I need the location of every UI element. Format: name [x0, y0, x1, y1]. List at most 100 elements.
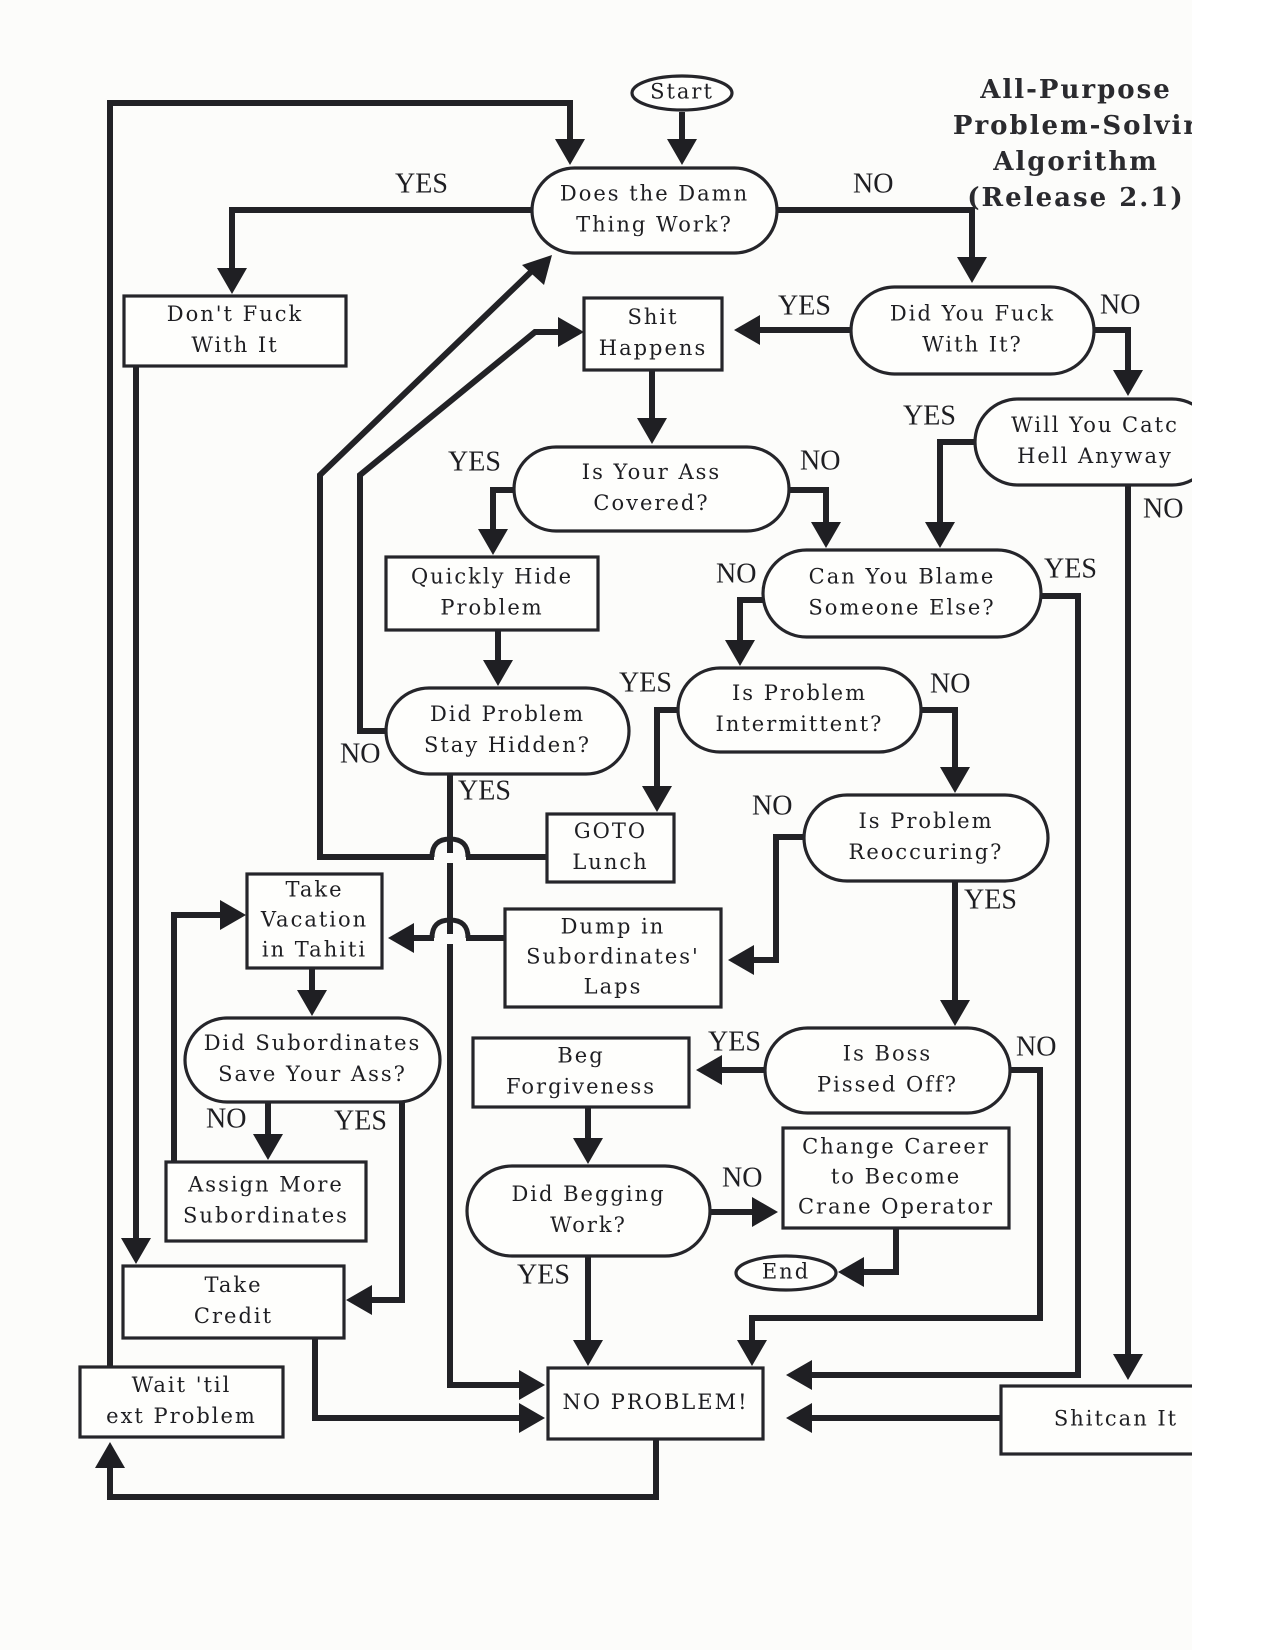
- connector-line: [654, 707, 678, 796]
- arrowhead-icon: [478, 529, 508, 555]
- arrowhead-icon: [925, 522, 955, 548]
- node-label: Vacation: [260, 908, 368, 932]
- arrowhead-icon: [346, 1285, 372, 1315]
- node-label: Credit: [194, 1304, 273, 1328]
- edge-label-blame-no: NO: [716, 558, 756, 589]
- node-label: Did Problem: [430, 702, 585, 726]
- node-label: With It?: [922, 333, 1023, 357]
- edge-label-damn-yes: YES: [395, 168, 448, 199]
- arrowhead-icon: [667, 139, 697, 165]
- node-goto-lunch: GOTO Lunch: [545, 812, 676, 884]
- process-shape: [245, 872, 384, 970]
- arrowhead-icon: [940, 1000, 970, 1026]
- process-shape: [78, 1365, 285, 1439]
- arrowhead-icon: [555, 139, 585, 165]
- decision-shape: [802, 793, 1050, 883]
- node-label: Save Your Ass?: [218, 1062, 407, 1086]
- connector-line: [858, 1228, 899, 1275]
- connector-line: [229, 207, 532, 278]
- arrowhead-icon: [957, 257, 987, 283]
- arrowhead-icon: [95, 1442, 125, 1468]
- node-label: Lunch: [572, 850, 648, 874]
- scan-margin: [1192, 0, 1275, 1650]
- arrowhead-icon: [522, 255, 552, 285]
- node-label: Intermittent?: [716, 712, 884, 736]
- node-label: Problem: [440, 596, 543, 620]
- node-label: Forgiveness: [506, 1075, 656, 1099]
- arrowhead-icon: [558, 317, 584, 347]
- connector-line: [357, 329, 570, 734]
- node-label: GOTO: [574, 819, 647, 843]
- arrowhead-icon: [217, 268, 247, 294]
- connector-line: [800, 593, 1081, 1378]
- arrowhead-icon: [573, 1138, 603, 1164]
- connector-line: [490, 487, 514, 540]
- line-crossing-hop: [429, 836, 471, 858]
- connector-line: [737, 597, 763, 650]
- edge-label-beg-yes: YES: [517, 1259, 570, 1290]
- process-shape: [164, 1160, 368, 1243]
- title-line: Algorithm: [992, 147, 1159, 177]
- node-label: Start: [650, 80, 714, 104]
- decision-shape: [465, 1164, 712, 1258]
- edge-label-inter-no: NO: [930, 668, 970, 699]
- node-label: Someone Else?: [808, 596, 995, 620]
- process-shape: [471, 1036, 691, 1109]
- node-label: Did Begging: [511, 1182, 665, 1206]
- arrowhead-icon: [573, 1340, 603, 1366]
- connector-line: [107, 100, 573, 1432]
- node-label: Does the Damn: [560, 182, 749, 206]
- decision-shape: [530, 166, 779, 255]
- arrowhead-icon: [220, 900, 246, 930]
- process-shape: [546, 1366, 765, 1441]
- node-label: Pissed Off?: [817, 1073, 958, 1097]
- edge-label-subs-no: NO: [206, 1103, 246, 1134]
- process-shape: [582, 296, 724, 372]
- decision-shape: [849, 285, 1096, 376]
- arrowhead-icon: [253, 1134, 283, 1160]
- node-label: Wait 'til: [132, 1373, 232, 1397]
- node-label: Reoccuring?: [849, 840, 1004, 864]
- connector-line: [745, 834, 804, 963]
- title-line: All-Purpose: [979, 75, 1172, 105]
- node-label: Is Problem: [732, 681, 867, 705]
- process-shape: [545, 812, 676, 884]
- node-label: Stay Hidden?: [424, 733, 591, 757]
- edge-label-fuck-yes: YES: [778, 290, 831, 321]
- node-label: NO PROBLEM!: [562, 1390, 748, 1414]
- node-label: Take: [204, 1273, 262, 1297]
- decision-shape: [973, 397, 1217, 487]
- node-end: End: [734, 1254, 838, 1292]
- arrowhead-icon: [297, 990, 327, 1016]
- terminal-shape: [630, 74, 734, 112]
- chart-title: All-PurposeProblem-SolvirAlgorithm(Relea…: [953, 75, 1197, 213]
- edge-label-reocc-no: NO: [752, 790, 792, 821]
- connector-line: [921, 707, 958, 777]
- arrowhead-icon: [752, 1197, 778, 1227]
- arrowhead-icon: [1113, 370, 1143, 396]
- connector-line: [777, 207, 975, 268]
- node-label: in Tahiti: [262, 938, 367, 962]
- node-start: Start: [630, 74, 734, 112]
- node-label: Is Your Ass: [582, 460, 721, 484]
- arrowhead-icon: [388, 923, 414, 953]
- node-label: Beg: [557, 1044, 604, 1068]
- node-label: Happens: [599, 336, 707, 360]
- edge-label-blame-yes: YES: [1044, 553, 1097, 584]
- edge-label-ass-yes: YES: [448, 446, 501, 477]
- arrowhead-icon: [519, 1370, 545, 1400]
